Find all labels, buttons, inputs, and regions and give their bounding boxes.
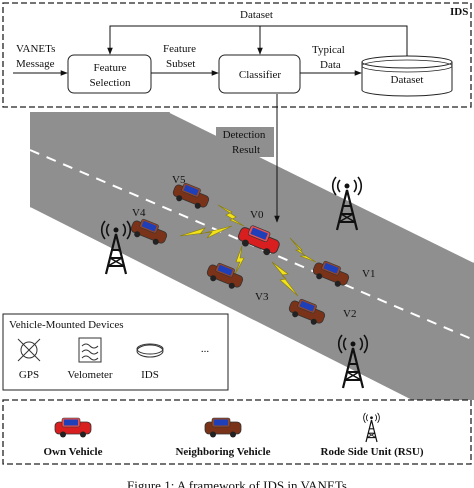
classifier-box xyxy=(218,54,301,94)
link-v0-v2 xyxy=(271,261,299,297)
typical-data-label-1: Typical xyxy=(312,44,345,56)
legend-rsu-label: Rode Side Unit (RSU) xyxy=(321,446,424,458)
legend-rsu-icon xyxy=(363,412,380,443)
vehicle-label-v2: V2 xyxy=(343,308,356,320)
device-label-gps: GPS xyxy=(19,369,39,381)
feature-selection-label-2: Selection xyxy=(90,77,131,89)
vehicle-label-v0: V0 xyxy=(250,209,264,221)
feature-subset-label-1: Feature xyxy=(163,43,196,55)
arrow-dataset-loop xyxy=(107,25,408,56)
vehicle-label-v4: V4 xyxy=(132,207,146,219)
classifier-label: Classifier xyxy=(239,69,281,81)
legend-own-vehicle-label: Own Vehicle xyxy=(44,446,103,458)
vehicle-label-v1: V1 xyxy=(362,268,375,280)
ids-tag: IDS xyxy=(450,6,468,18)
ids-panel-border xyxy=(2,2,472,108)
vanets-message-label-2: Message xyxy=(16,58,55,70)
link-v0-v1 xyxy=(289,237,317,263)
feature-selection-box xyxy=(67,54,152,94)
figure-caption: Figure 1: A framework of IDS in VANETs xyxy=(127,478,347,488)
devices-panel-border xyxy=(2,313,229,391)
devices-panel-title: Vehicle-Mounted Devices xyxy=(9,319,124,331)
dataset-cylinder xyxy=(361,55,453,97)
road-edge-bottom xyxy=(29,207,411,401)
legend-neighbor-vehicle-icon xyxy=(204,417,242,438)
legend-border xyxy=(2,399,472,465)
velometer-icon xyxy=(78,337,102,363)
vanets-message-label-1: VANETs xyxy=(16,43,55,55)
devices-more: ... xyxy=(201,343,210,355)
legend-panel: Own Vehicle Neighboring Vehicle Rode Sid… xyxy=(2,399,472,465)
device-label-velometer: Velometer xyxy=(67,369,113,381)
dataset-top-label: Dataset xyxy=(240,9,273,21)
link-v0-v4 xyxy=(179,225,233,239)
detection-label-bg xyxy=(216,127,274,157)
road xyxy=(30,112,474,400)
gps-icon xyxy=(17,338,41,362)
legend-neighbor-vehicle-label: Neighboring Vehicle xyxy=(175,446,270,458)
dataset-label: Dataset xyxy=(391,74,424,86)
road-scene: Detection Result V0 V1 V2 V3 V xyxy=(29,94,474,401)
feature-subset-label-2: Subset xyxy=(166,58,195,70)
device-label-ids: IDS xyxy=(141,369,159,381)
vehicle-label-v3: V3 xyxy=(255,291,269,303)
vehicle-label-v5: V5 xyxy=(172,174,186,186)
link-v0-v5 xyxy=(217,204,245,227)
typical-data-label-2: Data xyxy=(320,59,341,71)
detection-result-label-2: Result xyxy=(232,144,260,156)
ids-device-icon xyxy=(136,343,164,358)
ids-panel: IDS Dataset VANETs Message Feature Selec… xyxy=(2,2,472,108)
legend-own-vehicle-icon xyxy=(54,417,92,438)
devices-panel: Vehicle-Mounted Devices GPS Velometer ID… xyxy=(2,313,229,391)
detection-result-label-1: Detection xyxy=(223,129,266,141)
feature-selection-label-1: Feature xyxy=(94,62,127,74)
